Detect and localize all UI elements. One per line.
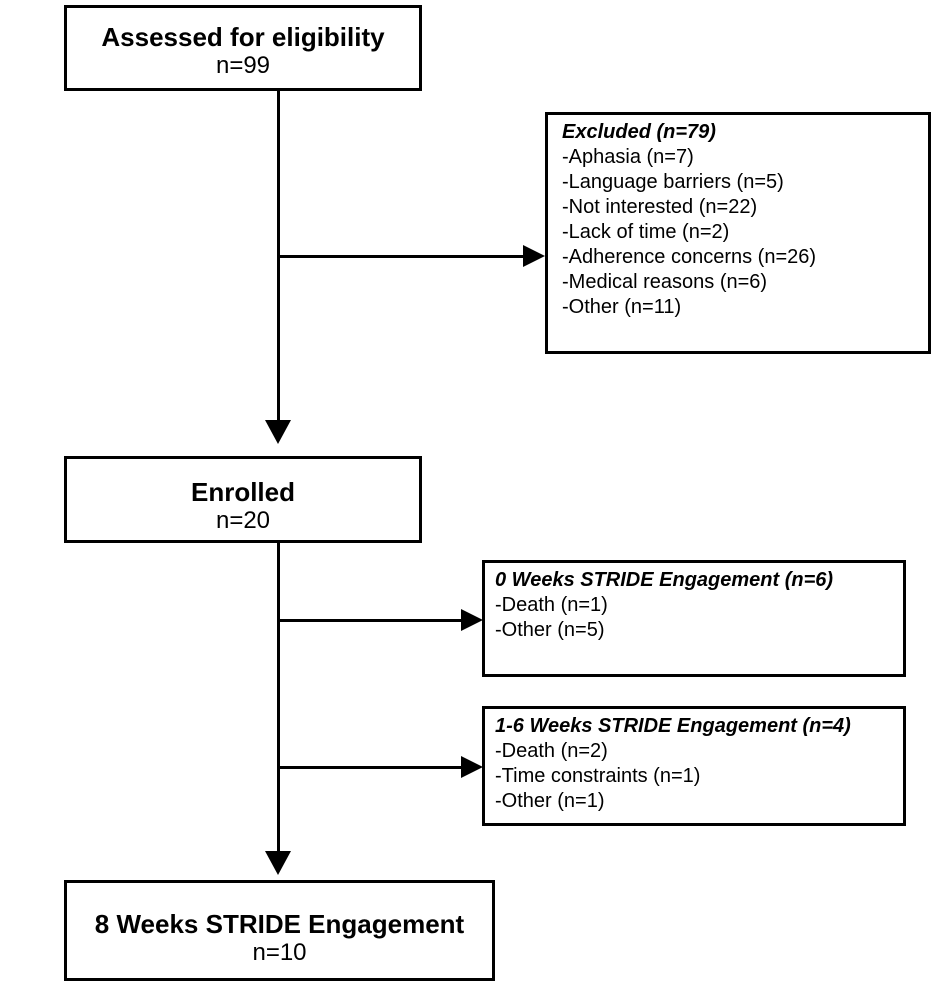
- zero-weeks-item: -Death (n=1): [495, 594, 608, 616]
- branch-line-one-six-weeks: [279, 766, 465, 769]
- arrow-right-to-zero-weeks: [461, 609, 483, 631]
- excluded-item: -Language barriers (n=5): [562, 171, 784, 193]
- enrolled-box: Enrolled n=20: [64, 456, 422, 543]
- branch-line-zero-weeks: [279, 619, 465, 622]
- one-six-weeks-box: 1-6 Weeks STRIDE Engagement (n=4) -Death…: [482, 706, 906, 826]
- assessed-title: Assessed for eligibility: [101, 22, 385, 52]
- assessed-count: n=99: [215, 52, 271, 79]
- zero-weeks-title: 0 Weeks STRIDE Engagement (n=6): [495, 569, 834, 591]
- eight-weeks-count: n=10: [252, 939, 307, 966]
- one-six-weeks-item: -Death (n=2): [495, 740, 608, 762]
- one-six-weeks-item: -Other (n=1): [495, 790, 605, 812]
- zero-weeks-box: 0 Weeks STRIDE Engagement (n=6) -Death (…: [482, 560, 906, 677]
- eight-weeks-title: 8 Weeks STRIDE Engagement: [94, 909, 465, 939]
- enrolled-title: Enrolled: [190, 477, 295, 507]
- arrow-down-to-eight-weeks: [265, 851, 291, 875]
- excluded-item: -Medical reasons (n=6): [562, 271, 768, 293]
- excluded-title: Excluded (n=79): [562, 121, 716, 143]
- zero-weeks-item: -Other (n=5): [495, 619, 605, 641]
- excluded-item: -Adherence concerns (n=26): [562, 246, 817, 268]
- eight-weeks-box: 8 Weeks STRIDE Engagement n=10: [64, 880, 495, 981]
- arrow-right-to-one-six-weeks: [461, 756, 483, 778]
- main-vertical-line-2: [277, 543, 280, 852]
- excluded-item: -Not interested (n=22): [562, 196, 758, 218]
- excluded-box: Excluded (n=79) -Aphasia (n=7) -Language…: [545, 112, 931, 354]
- branch-line-excluded: [279, 255, 525, 258]
- one-six-weeks-title: 1-6 Weeks STRIDE Engagement (n=4): [495, 715, 851, 737]
- excluded-item: -Aphasia (n=7): [562, 146, 694, 168]
- enrolled-count: n=20: [215, 507, 271, 534]
- excluded-item: -Other (n=11): [562, 296, 682, 318]
- excluded-item: -Lack of time (n=2): [562, 221, 730, 243]
- arrow-right-to-excluded: [523, 245, 545, 267]
- one-six-weeks-item: -Time constraints (n=1): [495, 765, 701, 787]
- assessed-box: Assessed for eligibility n=99: [64, 5, 422, 91]
- main-vertical-line-1: [277, 91, 280, 421]
- arrow-down-to-enrolled: [265, 420, 291, 444]
